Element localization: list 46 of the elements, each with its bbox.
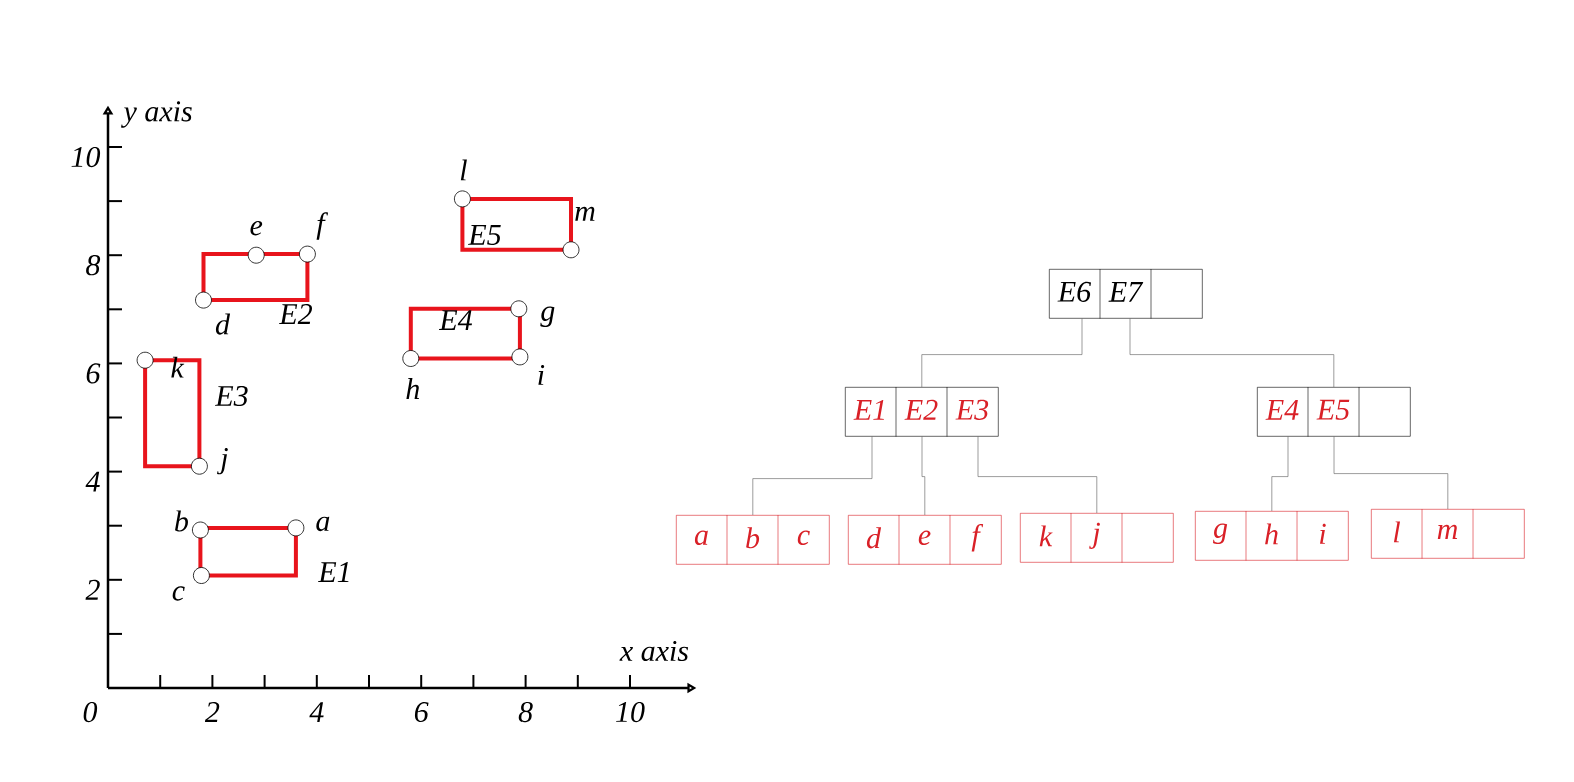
point-label: d [215,313,231,335]
index-node-box: E4 E5 [1257,386,1411,437]
index-node-box: k j [1020,512,1174,563]
connector-line [1129,318,1335,388]
tick-label: 8 [518,701,533,723]
point-label: m [575,206,595,221]
point-label: g [540,306,555,328]
point-label: b [175,510,188,532]
point-label: h [406,378,420,399]
rectangle-label: E1 [318,562,349,582]
index-node-box: E1 E2 E3 [845,386,999,437]
index-node-box: E6 E7 [1049,268,1203,319]
point-label: k [171,356,185,378]
tick-label: 10 [616,701,645,723]
connector-line [921,436,926,516]
tick-label: 2 [85,579,100,600]
rectangle-label: E2 [279,304,312,324]
point-label: f [316,212,329,240]
index-node-box: l m [1371,508,1525,559]
axis-label: x axis [619,640,689,662]
tick-label: 2 [204,702,220,722]
point-label: i [538,364,545,385]
connector-line [1271,436,1289,512]
index-node-box: a b c [676,514,830,565]
connector-line [921,318,1083,388]
tick-label: 10 [71,146,101,168]
point-label: e [250,221,263,236]
connector-line [1333,436,1449,510]
index-node-box: d e f [848,514,1002,565]
point-label: j [217,448,228,475]
tick-label: 4 [309,702,324,722]
rectangle-label: E4 [439,310,472,330]
tick-label: 0 [83,701,98,723]
connector-line [977,436,1098,514]
rectangle-label: E5 [468,225,501,245]
connector-line [752,436,873,516]
tick-label: 6 [86,363,101,384]
tick-label: 8 [86,255,101,276]
tick-label: 4 [85,471,100,492]
index-node-box: g h i [1195,510,1349,561]
point-label: a [316,516,330,532]
axis-label: y axis [121,101,192,128]
rectangle-label: E3 [215,385,248,407]
point-label: c [172,586,185,601]
tick-label: 6 [414,701,429,723]
point-label: l [460,159,467,181]
